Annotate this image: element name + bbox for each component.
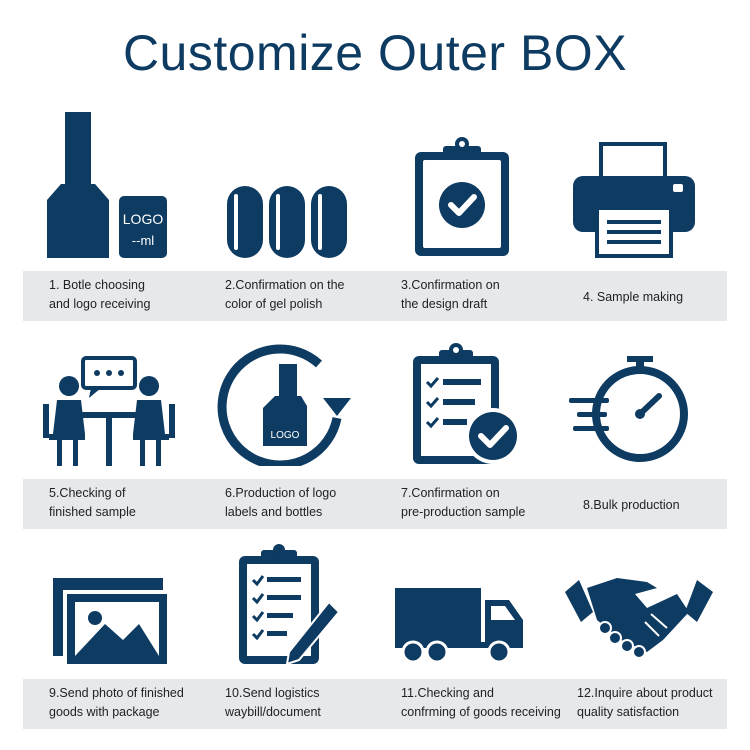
step-7-line-2: pre-production sample bbox=[401, 505, 526, 519]
label-band-row-2 bbox=[23, 479, 727, 529]
step-2-line-1: 2.Confirmation on the bbox=[225, 278, 345, 292]
step-6-label: 6.Production of logo labels and bottles bbox=[225, 484, 375, 522]
step-2-line-2: color of gel polish bbox=[225, 297, 323, 311]
step-10-label: 10.Send logistics waybill/document bbox=[225, 684, 375, 722]
nail-tips-icon bbox=[199, 108, 375, 258]
step-3-label: 3.Confirmation on the design draft bbox=[401, 276, 551, 314]
bottle-ml-text: --ml bbox=[132, 233, 154, 248]
step-1-label: 1. Botle choosing and logo receiving bbox=[49, 276, 199, 314]
label-band-row-3 bbox=[23, 679, 727, 729]
step-1-line-2: and logo receiving bbox=[49, 297, 151, 311]
bottle-cycle-icon: LOGO bbox=[199, 316, 375, 466]
step-3-line-1: 3.Confirmation on bbox=[401, 278, 500, 292]
delivery-truck-icon bbox=[375, 516, 551, 666]
step-9-line-1: 9.Send photo of finished bbox=[49, 686, 184, 700]
label-band-row-1 bbox=[23, 271, 727, 321]
step-11-line-2: confrming of goods receiving bbox=[401, 705, 561, 719]
step-1-line-1: 1. Botle choosing bbox=[49, 278, 145, 292]
checklist-pen-icon bbox=[199, 516, 375, 666]
step-7-label: 7.Confirmation on pre-production sample bbox=[401, 484, 551, 522]
step-8-label: 8.Bulk production bbox=[583, 496, 733, 515]
step-2-label: 2.Confirmation on the color of gel polis… bbox=[225, 276, 375, 314]
checklist-approved-icon bbox=[375, 316, 551, 466]
step-12-line-1: 12.Inquire about product bbox=[577, 686, 713, 700]
step-8-line-1: 8.Bulk production bbox=[583, 498, 680, 512]
step-3-line-2: the design draft bbox=[401, 297, 488, 311]
step-4-label: 4. Sample making bbox=[583, 288, 733, 307]
step-6-line-2: labels and bottles bbox=[225, 505, 323, 519]
step-6-line-1: 6.Production of logo bbox=[225, 486, 337, 500]
step-11-label: 11.Checking and confrming of goods recei… bbox=[401, 684, 561, 722]
nail-polish-bottle-icon: LOGO --ml bbox=[23, 108, 199, 258]
step-9-label: 9.Send photo of finished goods with pack… bbox=[49, 684, 199, 722]
clipboard-check-icon bbox=[375, 108, 551, 258]
step-11-line-1: 11.Checking and bbox=[401, 686, 494, 700]
photo-gallery-icon bbox=[23, 516, 199, 666]
step-5-line-2: finished sample bbox=[49, 505, 136, 519]
step-10-line-2: waybill/document bbox=[225, 705, 321, 719]
page-title: Customize Outer BOX bbox=[122, 25, 628, 81]
step-5-line-1: 5.Checking of bbox=[49, 486, 126, 500]
step-12-label: 12.Inquire about product quality satisfa… bbox=[577, 684, 727, 722]
step-12-line-2: quality satisfaction bbox=[577, 705, 680, 719]
printer-icon bbox=[551, 108, 727, 258]
meeting-icon bbox=[23, 316, 199, 466]
handshake-icon bbox=[551, 516, 727, 666]
step-7-line-1: 7.Confirmation on bbox=[401, 486, 500, 500]
bottle-logo-text: LOGO bbox=[123, 211, 164, 227]
cycle-logo-text: LOGO bbox=[271, 430, 300, 441]
stopwatch-icon bbox=[551, 316, 727, 466]
step-9-line-2: goods with package bbox=[49, 705, 160, 719]
step-5-label: 5.Checking of finished sample bbox=[49, 484, 199, 522]
step-4-line-1: 4. Sample making bbox=[583, 290, 684, 304]
step-10-line-1: 10.Send logistics bbox=[225, 686, 320, 700]
